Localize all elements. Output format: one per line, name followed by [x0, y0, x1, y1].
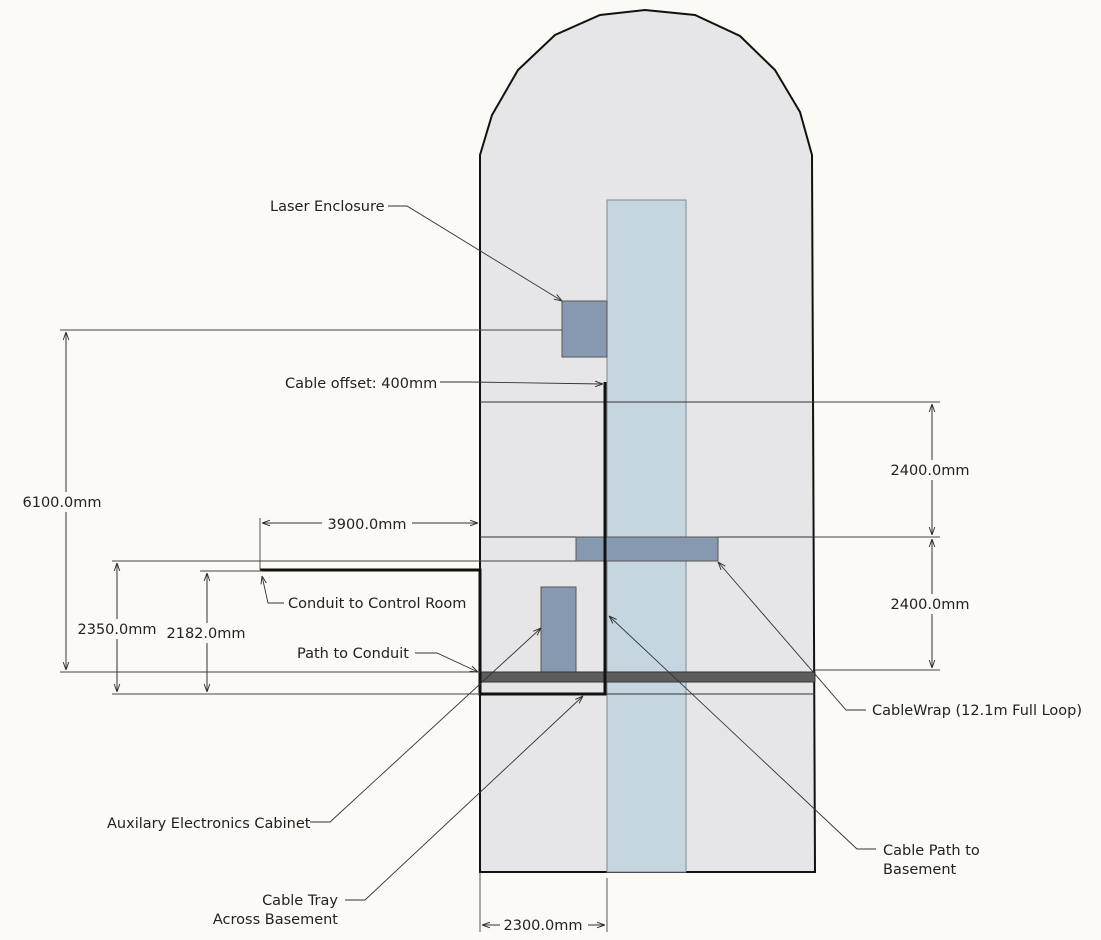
- cablewrap-label: CableWrap (12.1m Full Loop): [872, 703, 1082, 719]
- aux-cabinet-box: [540, 586, 577, 673]
- dim-lower-span-label: 2400.0mm: [891, 597, 970, 613]
- laser-enclosure-box: [561, 300, 608, 358]
- conduit-control-room-label: Conduit to Control Room: [288, 596, 466, 612]
- aux-cabinet-label: Auxilary Electronics Cabinet: [107, 816, 311, 832]
- cablewrap-box: [575, 536, 719, 562]
- cable-offset-label: Cable offset: 400mm: [285, 376, 437, 392]
- dim-conduit-height-inner-label: 2182.0mm: [167, 626, 246, 642]
- telescope-pier: [606, 199, 687, 873]
- floor-slab: [479, 671, 816, 683]
- dim-conduit-height-outer-label: 2350.0mm: [78, 622, 157, 638]
- dim-conduit-run-label: 3900.0mm: [328, 517, 407, 533]
- dim-total-height-label: 6100.0mm: [23, 495, 102, 511]
- cable-tray-label-1: Cable Tray: [262, 893, 338, 909]
- path-to-conduit-label: Path to Conduit: [297, 646, 409, 662]
- cable-path-basement-label-2: Basement: [883, 862, 957, 878]
- dim-upper-span-label: 2400.0mm: [891, 463, 970, 479]
- cable-tray-label-2: Across Basement: [213, 912, 338, 928]
- laser-enclosure-label: Laser Enclosure: [270, 199, 385, 215]
- cable-path-basement-label-1: Cable Path to: [883, 843, 980, 859]
- dim-basement-offset-label: 2300.0mm: [504, 918, 583, 934]
